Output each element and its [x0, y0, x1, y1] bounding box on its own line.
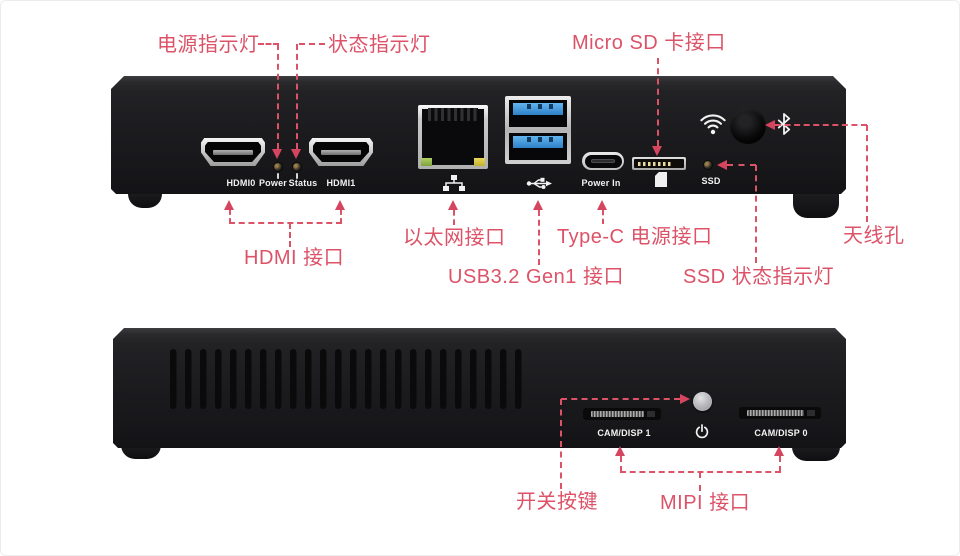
antenna-hole	[730, 108, 766, 144]
callout-power-led-label: 电源指示灯	[157, 34, 260, 56]
callout-line	[229, 210, 231, 223]
callout-line	[620, 456, 622, 472]
hdmi-blade	[321, 150, 361, 155]
status-label: Status	[288, 178, 318, 188]
arrow-down-icon	[652, 146, 662, 156]
callout-line	[296, 44, 298, 149]
hdmi-blade	[213, 150, 253, 155]
arrow-left-icon	[717, 160, 727, 170]
usb-ports	[505, 96, 571, 164]
power-label: Power	[258, 178, 287, 188]
ssd-led	[704, 161, 712, 169]
arrow-up-icon	[533, 200, 543, 210]
arrow-left-icon	[765, 120, 775, 130]
callout-ssd-led-label: SSD 状态指示灯	[683, 266, 835, 288]
callout-status-led-label: 状态指示灯	[328, 34, 431, 56]
micro-sd-slot	[632, 157, 686, 170]
callout-line	[727, 164, 756, 166]
callout-line	[561, 398, 680, 400]
hdmi1-port	[309, 138, 373, 166]
arrow-down-icon	[291, 149, 301, 159]
sd-card-icon	[655, 172, 667, 187]
cam-disp-0-connector	[739, 407, 821, 419]
ethernet-icon	[443, 175, 465, 192]
rear-panel-view: HDMI0 Power Status HDMI1	[111, 76, 846, 194]
cam-disp-0-label: CAM/DISP 0	[754, 428, 808, 438]
callout-ethernet-label: 以太网接口	[403, 227, 506, 249]
hdmi0-port	[201, 138, 265, 166]
ethernet-led-green	[421, 158, 432, 166]
callout-line	[258, 43, 279, 45]
arrow-right-icon	[680, 394, 690, 404]
arrow-up-icon	[774, 446, 784, 456]
power-in-label: Power In	[581, 178, 621, 188]
callout-type-c-label: Type-C 电源接口	[557, 226, 713, 248]
callout-line	[299, 43, 325, 45]
vent-grille	[166, 349, 526, 409]
usb-icon	[526, 177, 552, 190]
callout-usb-label: USB3.2 Gen1 接口	[448, 266, 624, 288]
arrow-up-icon	[448, 200, 458, 210]
arrow-up-icon	[615, 446, 625, 456]
callout-line	[755, 165, 757, 263]
callout-line	[340, 210, 342, 223]
arrow-up-icon	[335, 200, 345, 210]
ssd-label: SSD	[701, 176, 721, 186]
wifi-icon	[700, 113, 726, 135]
arrow-up-icon	[224, 200, 234, 210]
ethernet-port	[418, 105, 488, 169]
callout-line	[866, 125, 868, 222]
type-c-port	[582, 152, 624, 170]
hdmi1-label: HDMI1	[326, 178, 356, 188]
ethernet-led-yellow	[474, 158, 485, 166]
led-tick	[277, 173, 279, 179]
cam-disp-1-connector	[583, 408, 661, 420]
front-panel-view: CAM/DISP 1 CAM/DISP 0	[113, 328, 846, 448]
ethernet-pins	[428, 108, 478, 121]
callout-line	[453, 210, 455, 225]
callout-hdmi-label: HDMI 接口	[244, 247, 345, 269]
arrow-down-icon	[272, 149, 282, 159]
usb-tongue	[513, 103, 563, 115]
hdmi0-label: HDMI0	[226, 178, 256, 188]
power-led	[274, 163, 282, 171]
callout-line	[775, 124, 867, 126]
callout-line	[560, 399, 562, 489]
callout-mipi-label: MIPI 接口	[660, 492, 751, 514]
cam-disp-1-label: CAM/DISP 1	[597, 428, 651, 438]
callout-power-button-label: 开关按键	[516, 491, 598, 513]
callout-micro-sd-label: Micro SD 卡接口	[572, 32, 726, 54]
power-button	[693, 392, 712, 411]
usb-port-bottom	[509, 133, 567, 160]
callout-line	[602, 210, 604, 224]
usb-port-top	[509, 100, 567, 127]
callout-line	[229, 222, 342, 224]
callout-antenna-label: 天线孔	[843, 225, 905, 247]
callout-line	[779, 456, 781, 472]
callout-line	[289, 223, 291, 247]
usb-tongue	[513, 136, 563, 148]
callout-line	[657, 58, 659, 146]
callout-line	[538, 210, 540, 265]
status-led	[293, 163, 301, 171]
led-tick	[296, 173, 298, 179]
callout-line	[699, 472, 701, 491]
arrow-up-icon	[597, 200, 607, 210]
power-icon	[695, 424, 709, 439]
callout-line	[277, 44, 279, 149]
